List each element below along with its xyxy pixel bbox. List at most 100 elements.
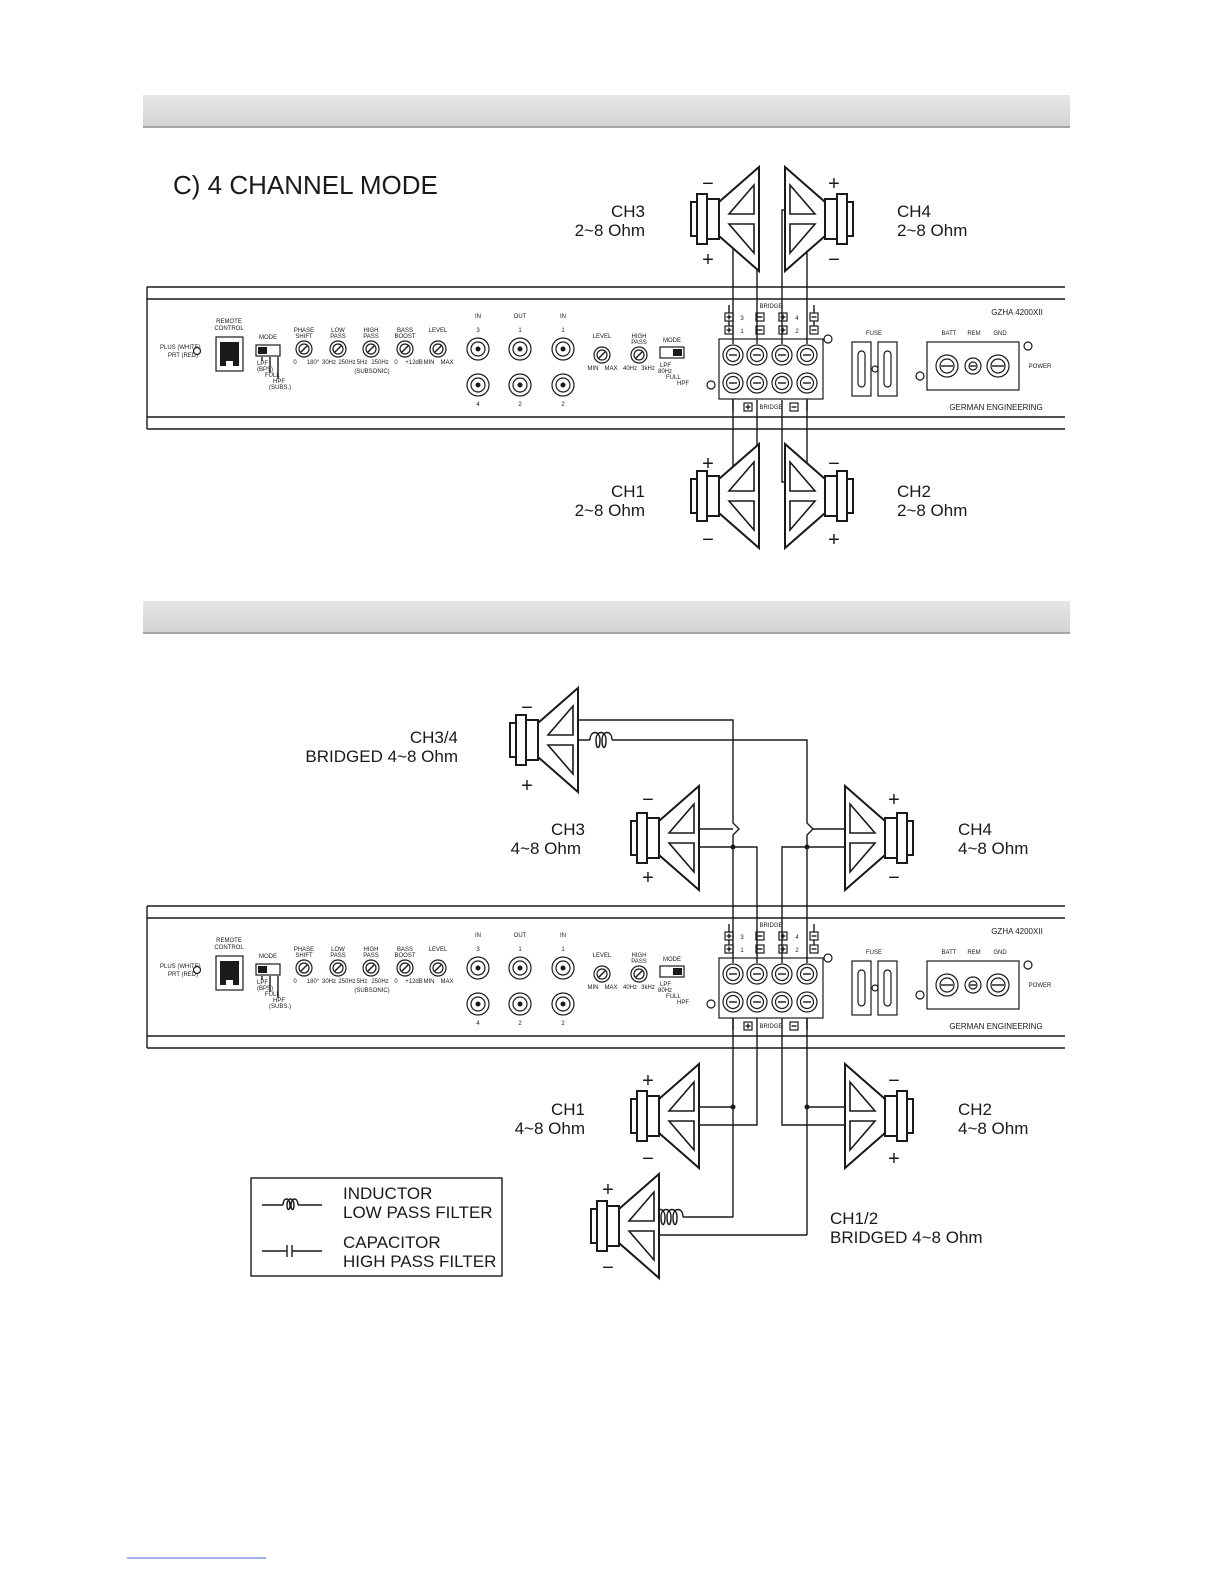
knob-min: 40Hz xyxy=(623,366,637,372)
knob-max: 3kHz xyxy=(641,366,655,372)
ch1-bottom-polarity: − xyxy=(702,529,714,551)
knob-label: LOW xyxy=(331,328,345,334)
rca-label: 4 xyxy=(476,1021,480,1027)
rca-label: 1 xyxy=(561,328,565,334)
section-c-title: C) 4 CHANNEL MODE xyxy=(173,170,438,200)
bridge-label: BRIDGE xyxy=(759,304,782,310)
section-header-bar xyxy=(143,95,1070,126)
ch2-top-polarity: − xyxy=(828,453,840,475)
knob-label: BASS xyxy=(397,947,413,953)
speaker-ch12-bridged xyxy=(590,1171,660,1281)
led-label: PRT (RED) xyxy=(168,353,198,359)
ch1-impedance: 2~8 Ohm xyxy=(575,501,645,520)
ch34-name: CH3/4 xyxy=(410,728,458,747)
power-label: POWER xyxy=(1029,364,1052,370)
ch3-bottom-polarity: + xyxy=(642,867,654,889)
ch2-bottom-polarity: + xyxy=(828,529,840,551)
knob-label: BASS xyxy=(397,328,413,334)
knob-label: PHASE xyxy=(294,328,314,334)
knob-min: 0 xyxy=(394,979,398,985)
knob-max: 250Hz xyxy=(371,360,388,366)
knob-min: 30Hz xyxy=(322,360,336,366)
knob-min: 0 xyxy=(293,360,297,366)
mode-label: FULL xyxy=(265,373,280,379)
mode-label: HPF xyxy=(273,379,285,385)
knob-max: 250Hz xyxy=(371,979,388,985)
knob-min: 0 xyxy=(293,979,297,985)
terminal-label: 3 xyxy=(740,316,744,322)
legend-capacitor-line2: HIGH PASS FILTER xyxy=(343,1252,496,1271)
ch3-name: CH3 xyxy=(551,820,585,839)
mode-label: FULL xyxy=(265,992,280,998)
mode-switch-icon xyxy=(659,965,685,978)
ch4-name: CH4 xyxy=(897,202,931,221)
knob-label: BOOST xyxy=(394,953,415,959)
rca-label: OUT xyxy=(514,933,527,939)
knob-max: +12dB xyxy=(405,979,423,985)
knob-label: BOOST xyxy=(394,334,415,340)
mode-label: HPF xyxy=(677,1000,689,1006)
knob-label: LEVEL xyxy=(429,328,448,334)
remote-label: REMOTE xyxy=(216,938,242,944)
knob-max: MAX xyxy=(604,985,617,991)
power-label: REM xyxy=(967,331,980,337)
led-label: PLUS (WHITE) xyxy=(160,345,201,351)
fuse-label: FUSE xyxy=(866,950,882,956)
ch1-name: CH1 xyxy=(551,1100,585,1119)
speaker-ch34-bridged xyxy=(509,685,579,795)
mode-label: 80Hz xyxy=(658,369,672,375)
ch4-top-polarity: + xyxy=(828,173,840,195)
rca-label: OUT xyxy=(514,314,527,320)
rca-label: 1 xyxy=(518,947,522,953)
mode-label: MODE xyxy=(663,957,681,963)
mode-label: (SUBS.) xyxy=(269,385,291,391)
power-label: REM xyxy=(967,950,980,956)
rca-label: IN xyxy=(560,314,566,320)
mode-switch-icon xyxy=(255,344,281,357)
ch4-name: CH4 xyxy=(958,820,992,839)
ch3-top-polarity: − xyxy=(642,789,654,811)
speaker-ch3 xyxy=(690,164,760,274)
knob-max: 250Hz xyxy=(338,360,355,366)
ch3-top-polarity: − xyxy=(702,173,714,195)
mode-label: MODE xyxy=(259,954,277,960)
capacitor-icon xyxy=(262,1245,322,1257)
terminal-label: 2 xyxy=(795,329,799,335)
remote-label: CONTROL xyxy=(214,326,244,332)
rca-label: 3 xyxy=(476,328,480,334)
ch4-impedance: 2~8 Ohm xyxy=(897,221,967,240)
knob-label: HIGH xyxy=(364,947,379,953)
ch34-impedance: BRIDGED 4~8 Ohm xyxy=(305,747,458,766)
knob-label: PHASE xyxy=(294,947,314,953)
model-label: GZHA 4200XII xyxy=(991,308,1043,317)
rca-label: 1 xyxy=(518,328,522,334)
mode-label: HPF xyxy=(677,381,689,387)
ch4-bottom-polarity: − xyxy=(888,867,900,889)
rca-label: 2 xyxy=(561,402,565,408)
knob-max: +12dB xyxy=(405,360,423,366)
legend-inductor-line1: INDUCTOR xyxy=(343,1184,432,1203)
power-label: POWER xyxy=(1029,983,1052,989)
ch1-impedance: 4~8 Ohm xyxy=(515,1119,585,1138)
rca-label: IN xyxy=(560,933,566,939)
knob-max: 180° xyxy=(307,979,320,985)
ch12-name: CH1/2 xyxy=(830,1209,878,1228)
knob-max: MAX xyxy=(440,979,453,985)
knob-label: SHIFT xyxy=(295,334,313,340)
terminal-label: 3 xyxy=(740,935,744,941)
bridge-label: BRIDGE xyxy=(759,1024,782,1030)
knob-min: 5Hz xyxy=(357,360,368,366)
ch4-bottom-polarity: − xyxy=(828,249,840,271)
led-icon xyxy=(192,965,202,975)
rca-label: 2 xyxy=(561,1021,565,1027)
mode-label: (BPS) xyxy=(257,986,273,992)
mode-label: HPF xyxy=(273,998,285,1004)
mode-label: LPF xyxy=(257,980,268,986)
terminal-label: 4 xyxy=(795,935,799,941)
knob-min: 5Hz xyxy=(357,979,368,985)
speaker-ch2 xyxy=(784,441,854,551)
speaker-ch4 xyxy=(844,783,914,893)
remote-label: REMOTE xyxy=(216,319,242,325)
knob-min: MIN xyxy=(588,985,599,991)
rca-label: 3 xyxy=(476,947,480,953)
